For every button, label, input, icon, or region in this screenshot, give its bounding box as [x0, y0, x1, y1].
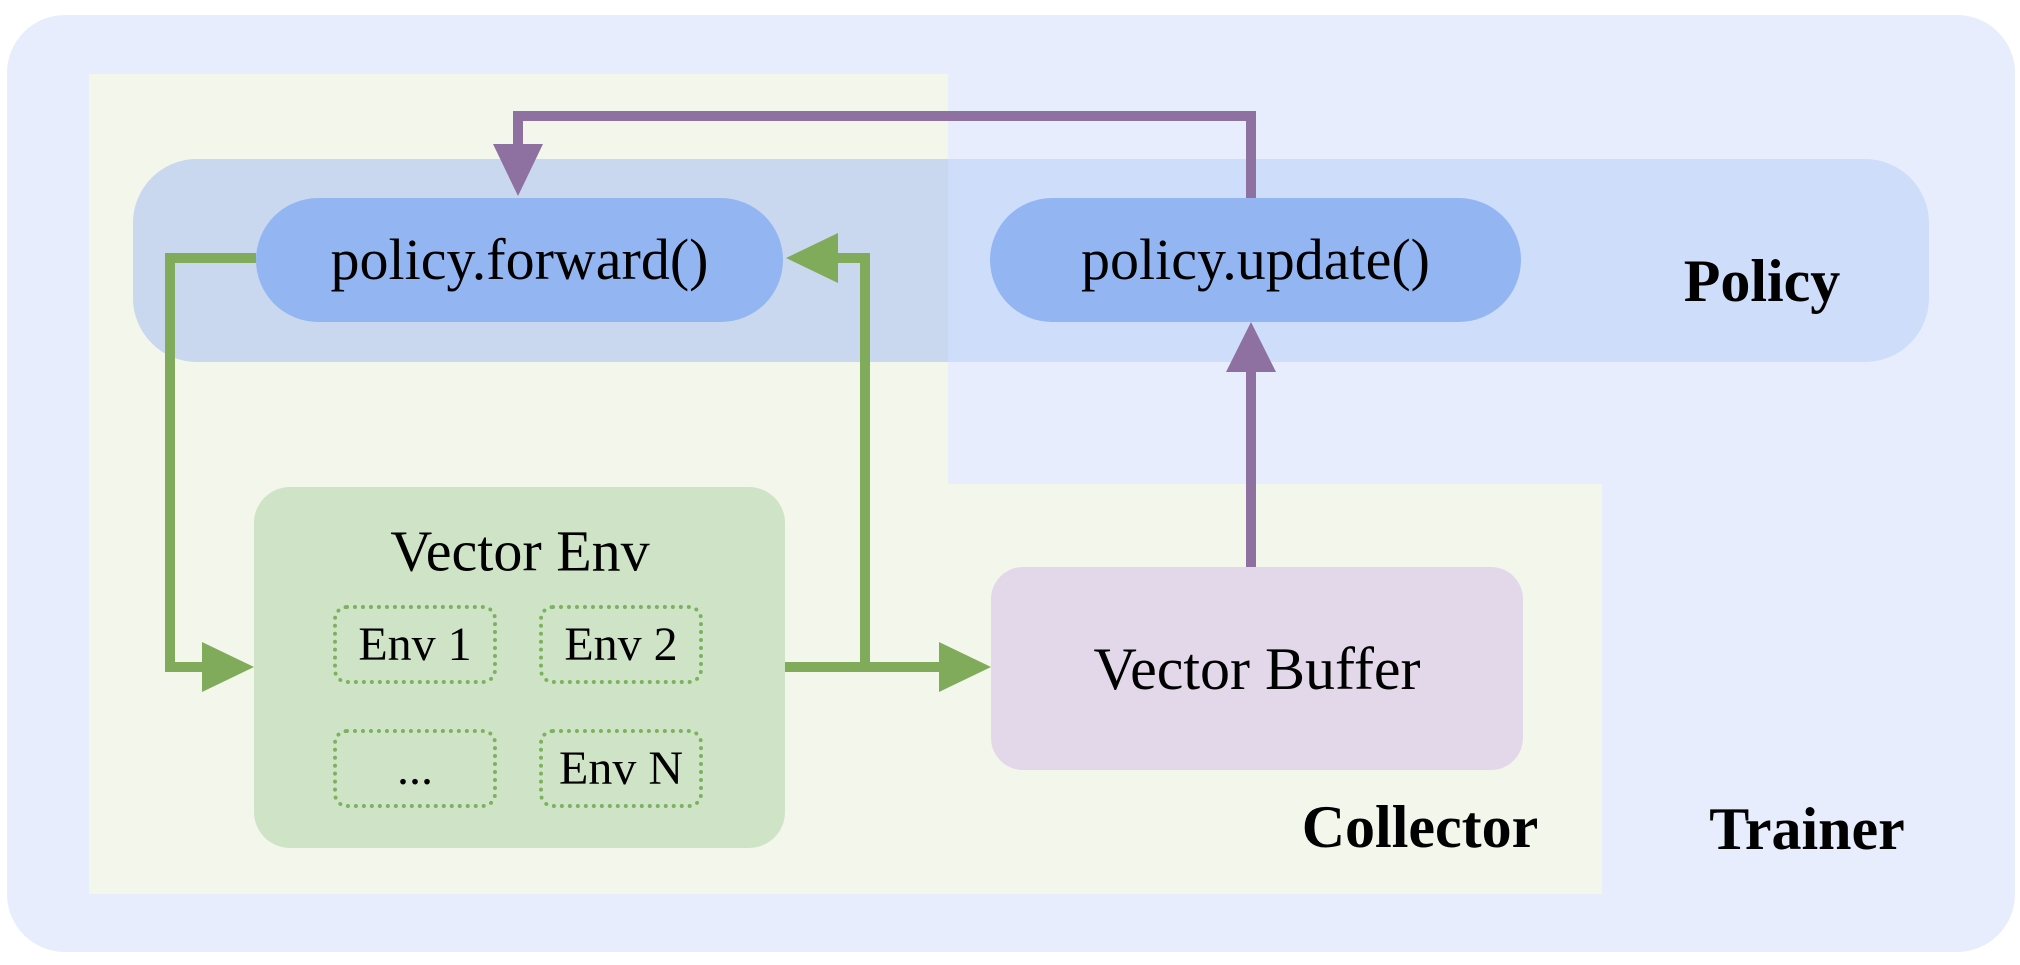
env-1-label: Env 1 [358, 617, 472, 671]
policy-forward-pill: policy.forward() [256, 198, 783, 322]
arrow-forward-to-env [165, 253, 256, 692]
env-2-label: Env 2 [564, 617, 678, 671]
vector-env-title: Vector Env [390, 518, 650, 584]
env-ellipsis-cell: ... [333, 729, 497, 808]
env-n-label: Env N [559, 741, 683, 795]
env-1-cell: Env 1 [333, 605, 497, 684]
arrow-update-to-forward [493, 111, 1256, 198]
vector-buffer-label: Vector Buffer [1093, 635, 1421, 702]
trainer-region-label: Trainer [1709, 796, 1905, 862]
arrow-buffer-to-update [1226, 322, 1276, 567]
arrow-env-branch-to-forward [786, 233, 870, 672]
env-ellipsis-label: ... [397, 741, 433, 795]
env-2-cell: Env 2 [539, 605, 703, 684]
policy-update-label: policy.update() [1081, 227, 1430, 292]
collector-region-label: Collector [1301, 794, 1539, 860]
env-n-cell: Env N [539, 729, 703, 808]
policy-forward-label: policy.forward() [330, 227, 709, 292]
arrow-env-to-buffer [785, 642, 991, 692]
policy-region-label: Policy [1683, 248, 1841, 314]
vector-env-box [254, 487, 785, 848]
vector-buffer-box: Vector Buffer [991, 567, 1523, 770]
policy-update-pill: policy.update() [990, 198, 1521, 322]
